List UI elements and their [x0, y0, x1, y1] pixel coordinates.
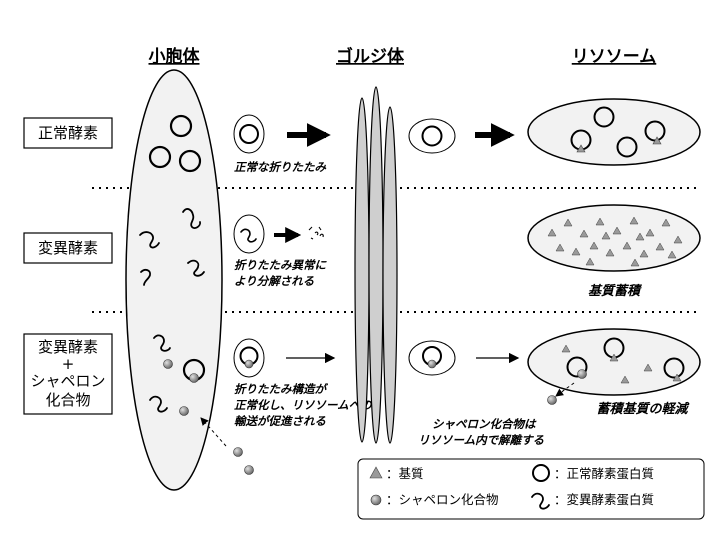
legend-normal-enzyme: ：正常酵素蛋白質 [554, 466, 654, 481]
result-accumulation: 基質蓄積 [588, 283, 643, 299]
substrate-legend-icon [369, 466, 383, 479]
lyso-note-line1: シャペロン化合物は [432, 417, 537, 431]
legend: ：基質 ：シャペロン化合物 ：正常酵素蛋白質 ：変異酵素蛋白質 [357, 458, 705, 520]
row-label-chaperone: 変異酵素 + シャペロン 化合物 [23, 333, 113, 415]
golgi-vesicle-chaperone [408, 340, 456, 376]
svg-text:変異酵素: 変異酵素 [38, 338, 98, 356]
lyso-note-line2: リソソーム内で解離する [418, 433, 545, 447]
chaperone-release [547, 382, 575, 405]
chaperone-legend-icon [370, 494, 382, 506]
misfold-vesicle [233, 214, 265, 254]
legend-chaperone: ：シャペロン化合物 [386, 492, 499, 507]
row-label-normal: 正常酵素 [23, 117, 113, 149]
lysosome-normal [527, 98, 701, 166]
normal-vesicle [233, 114, 265, 154]
caption-misfold-line2: より分解される [234, 274, 315, 288]
svg-text:化合物: 化合物 [45, 391, 90, 409]
header-er: 小胞体 [149, 46, 201, 67]
er-compartment [125, 69, 223, 491]
legend-mutant-enzyme: ：変異酵素蛋白質 [554, 492, 654, 507]
normal-enzyme-legend-icon [532, 464, 550, 482]
er-chaperone-complexes [149, 334, 206, 416]
svg-text:正常酵素: 正常酵素 [38, 124, 98, 142]
lysosome-accumulated [527, 204, 701, 272]
header-lysosome: リソソーム [572, 47, 657, 67]
caption-chaperone-line2: 正常化し、リソソームへの [234, 398, 373, 412]
caption-chaperone-line1: 折りたたみ構造が [234, 382, 328, 396]
svg-text:シャペロン: シャペロン [30, 372, 105, 390]
chaperone-entry [200, 417, 254, 475]
svg-text:+: + [62, 355, 75, 373]
er-misfolded-enzymes [139, 208, 205, 286]
legend-substrate: ：基質 [386, 466, 424, 481]
lysosome-reduced [527, 328, 701, 396]
chaperone-vesicle [233, 338, 265, 378]
golgi-stacks [354, 86, 398, 444]
golgi-vesicle-normal [408, 118, 456, 154]
caption-normal-folding: 正常な折りたたみ [234, 160, 326, 174]
result-reduction: 蓄積基質の軽減 [596, 401, 689, 417]
svg-text:変異酵素: 変異酵素 [38, 239, 98, 257]
caption-misfold-line1: 折りたたみ異常に [234, 258, 327, 272]
header-golgi: ゴルジ体 [336, 46, 405, 67]
degraded-fragments-icon [308, 226, 324, 240]
er-normal-enzymes [148, 114, 202, 173]
caption-chaperone-line3: 輸送が促進される [234, 414, 326, 428]
row-label-mutant: 変異酵素 [23, 232, 113, 264]
mutant-enzyme-legend-icon [531, 492, 550, 510]
